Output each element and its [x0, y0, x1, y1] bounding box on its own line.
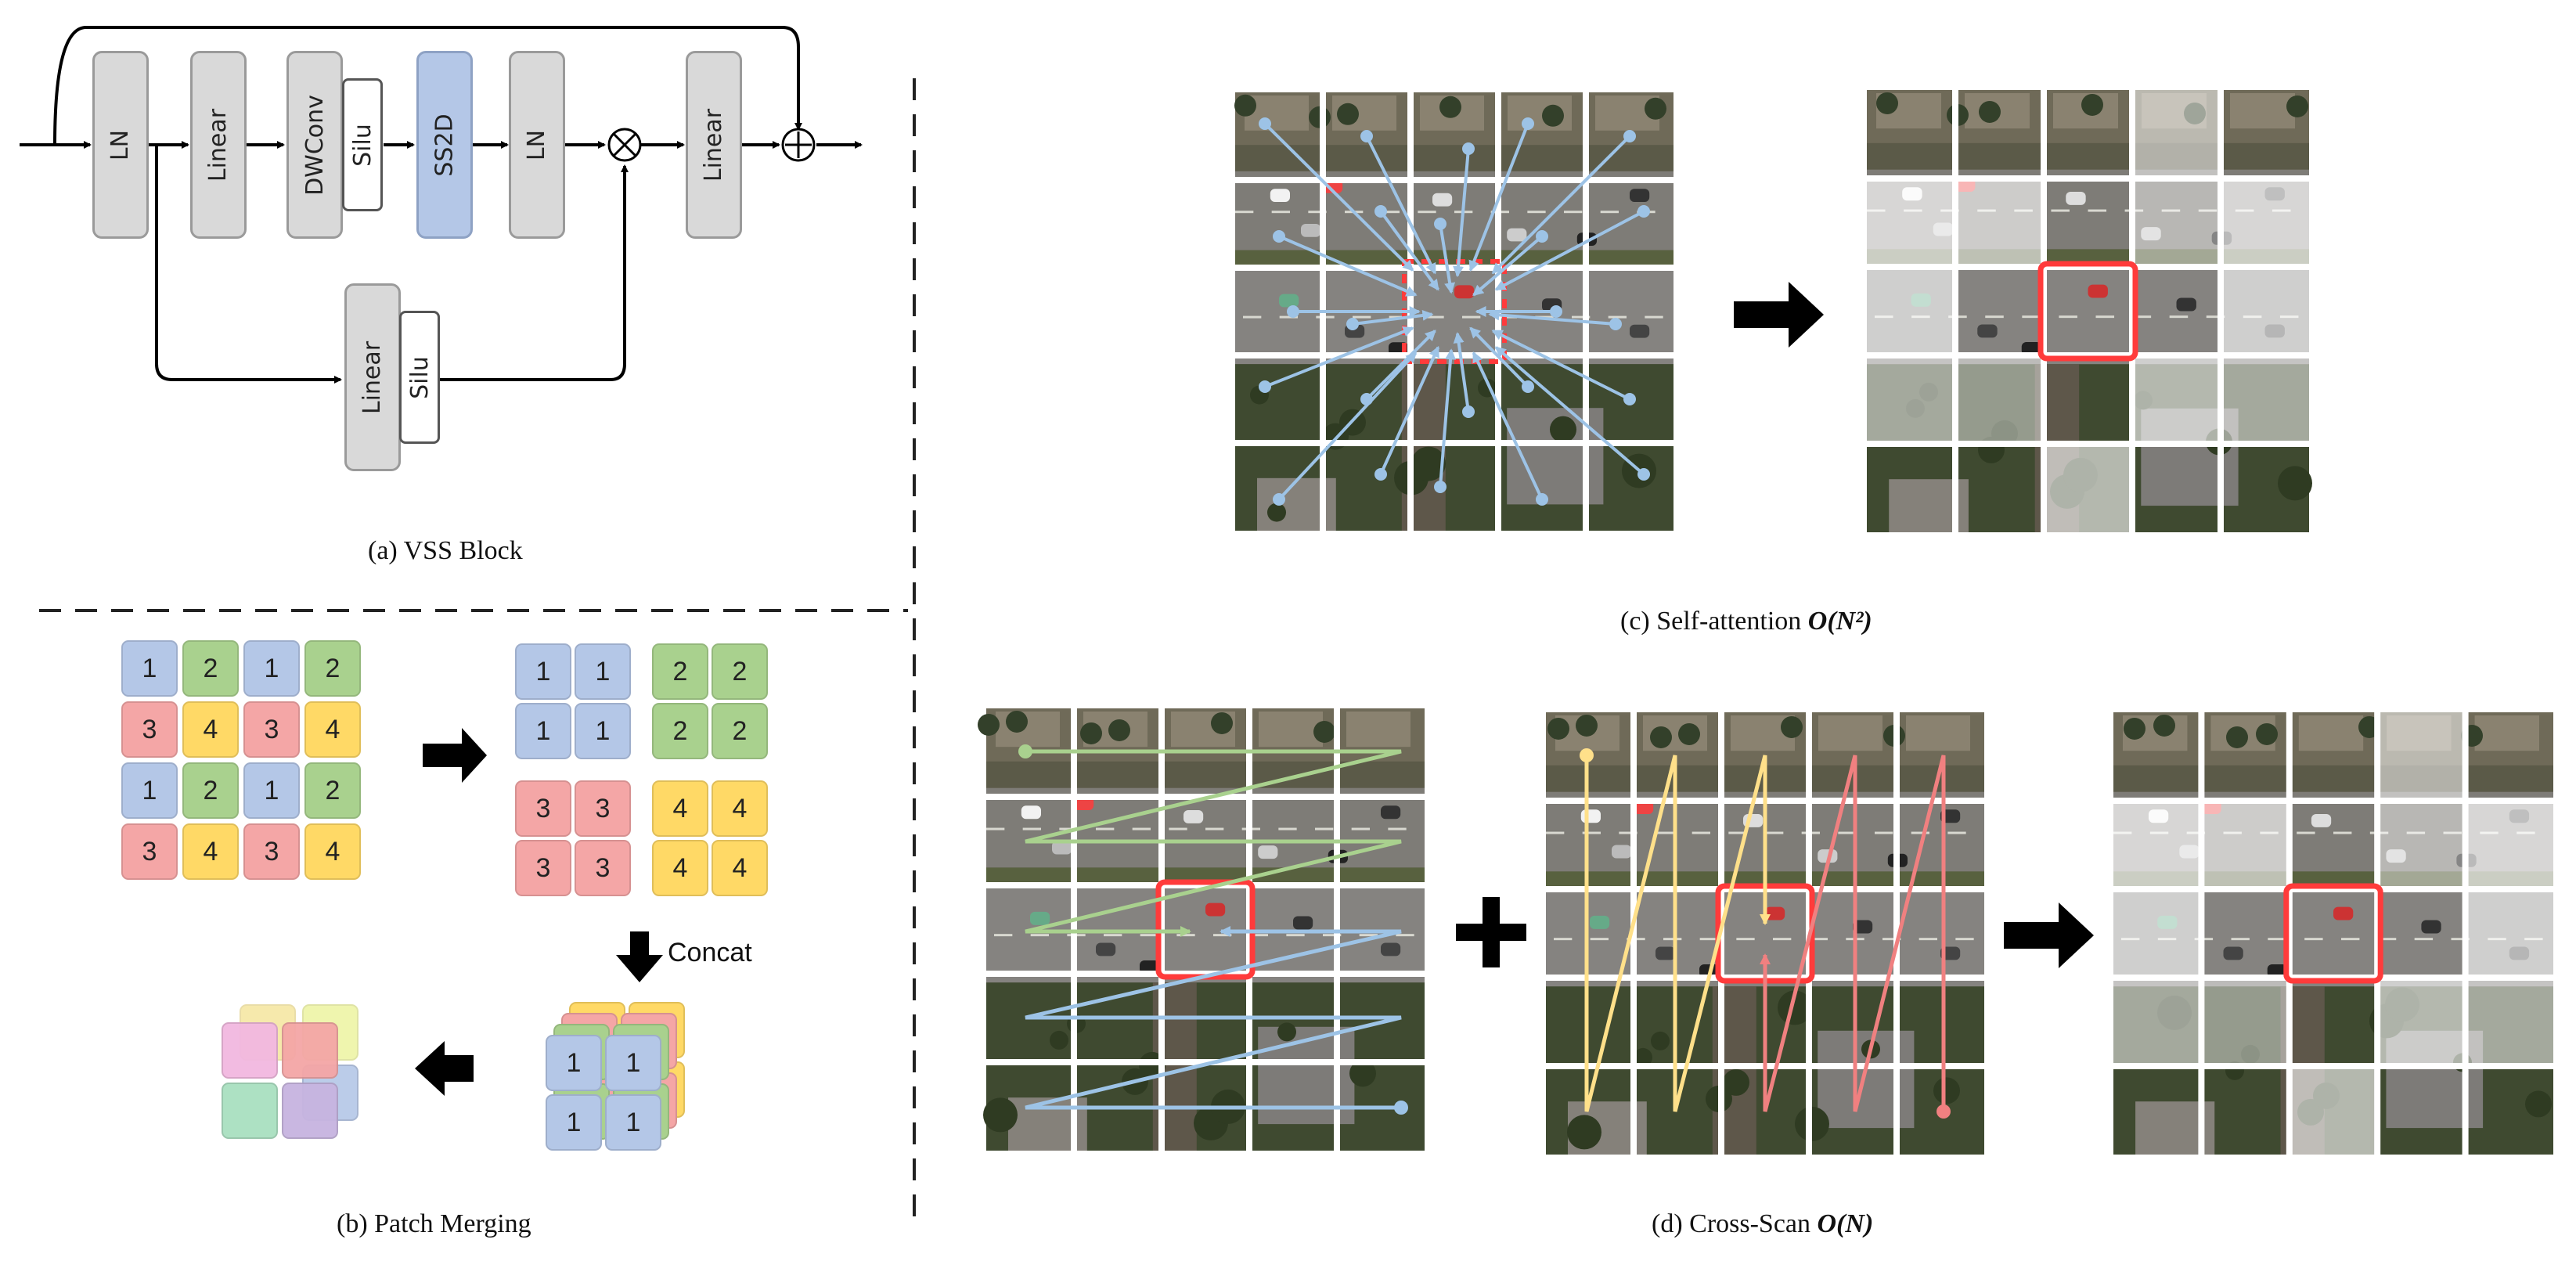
ln-label: LN — [106, 129, 135, 160]
patch-cell: 1 — [121, 640, 178, 697]
patch-cell: 3 — [121, 823, 178, 880]
patch-cell: 1 — [243, 640, 300, 697]
branch-arrow-out — [438, 164, 629, 381]
right-arrow-icon — [1734, 282, 1824, 348]
caption-patch-merging: (b) Patch Merging — [337, 1209, 531, 1238]
caption-cross-scan: (d) Cross-Scan O(N) — [1652, 1209, 1873, 1239]
cross-scan-grid-vertical — [1546, 712, 1984, 1155]
dwconv-label: DWConv — [301, 94, 329, 196]
caption-cross-scan-math: O(N) — [1817, 1209, 1874, 1238]
group-cell: 2 — [652, 703, 708, 759]
silu-label: Silu — [348, 123, 376, 167]
right-arrow-icon — [423, 728, 487, 783]
patch-cell: 4 — [182, 701, 239, 758]
down-arrow-icon — [616, 931, 663, 982]
concat-label: Concat — [668, 938, 752, 967]
group-cell: 4 — [712, 780, 768, 837]
patch-cell: 3 — [243, 701, 300, 758]
patch-cell: 4 — [182, 823, 239, 880]
group-cell: 1 — [515, 703, 571, 759]
caption-self-attention-text: (c) Self-attention — [1620, 607, 1808, 636]
stack-cell: 1 — [605, 1035, 661, 1091]
plus-icon — [1456, 897, 1526, 967]
patch-cell: 2 — [304, 762, 361, 819]
right-arrow-icon — [2004, 903, 2094, 968]
group-cell: 2 — [652, 643, 708, 700]
group-cell: 1 — [515, 643, 571, 700]
stack-cell: 1 — [546, 1094, 602, 1151]
stack-cell: 1 — [546, 1035, 602, 1091]
merged-cell — [222, 1083, 278, 1139]
patch-cell: 2 — [304, 640, 361, 697]
silu-block: Silu — [342, 78, 383, 211]
patch-cell: 3 — [121, 701, 178, 758]
self-attention-input-grid — [1234, 92, 1673, 531]
left-arrow-icon — [415, 1041, 474, 1096]
linear-block-2: Linear — [686, 51, 742, 239]
merged-cell — [282, 1083, 338, 1139]
patch-cell: 1 — [121, 762, 178, 819]
separators — [39, 78, 916, 1221]
linear-label-2: Linear — [700, 108, 728, 182]
linear-branch-block: Linear — [344, 283, 401, 471]
group-cell: 3 — [515, 840, 571, 896]
patch-cell: 4 — [304, 701, 361, 758]
residual-connection — [20, 26, 802, 146]
branch-arrow-in — [155, 145, 342, 384]
group-cell: 4 — [652, 840, 708, 896]
group-cell: 1 — [575, 703, 631, 759]
linear-label: Linear — [204, 108, 232, 182]
ss2d-block: SS2D — [416, 51, 473, 239]
silu-branch-label: Silu — [405, 355, 434, 399]
caption-cross-scan-text: (d) Cross-Scan — [1652, 1209, 1818, 1238]
group-cell: 4 — [712, 840, 768, 896]
vss-block-diagram — [20, 26, 863, 384]
ln-block-2: LN — [509, 51, 565, 239]
group-cell: 4 — [652, 780, 708, 837]
group-cell: 1 — [575, 643, 631, 700]
group-cell: 3 — [575, 840, 631, 896]
ln-block: LN — [92, 51, 149, 239]
silu-branch-block: Silu — [399, 311, 440, 444]
group-cell: 2 — [712, 703, 768, 759]
linear-block: Linear — [190, 51, 247, 239]
patch-cell: 3 — [243, 823, 300, 880]
ss2d-label: SS2D — [431, 113, 459, 177]
caption-vss-block: (a) VSS Block — [368, 536, 523, 565]
caption-self-attention-math: O(N²) — [1807, 607, 1872, 636]
stack-cell: 1 — [605, 1094, 661, 1151]
patch-merging-arrows — [415, 728, 663, 1096]
group-cell: 3 — [515, 780, 571, 837]
patch-cell: 4 — [304, 823, 361, 880]
patch-cell: 2 — [182, 762, 239, 819]
merged-cell — [222, 1022, 278, 1079]
patch-cell: 2 — [182, 640, 239, 697]
cross-scan-grid-horizontal — [978, 708, 1425, 1151]
merged-cell — [282, 1022, 338, 1079]
group-cell: 2 — [712, 643, 768, 700]
self-attention-output-grid — [1867, 90, 2312, 532]
cross-scan-output-grid — [2113, 712, 2553, 1155]
dwconv-block: DWConv — [286, 51, 343, 239]
patch-cell: 1 — [243, 762, 300, 819]
linear-branch-label: Linear — [358, 340, 387, 414]
ln-label-2: LN — [523, 129, 551, 160]
caption-self-attention: (c) Self-attention O(N²) — [1620, 607, 1872, 636]
group-cell: 3 — [575, 780, 631, 837]
